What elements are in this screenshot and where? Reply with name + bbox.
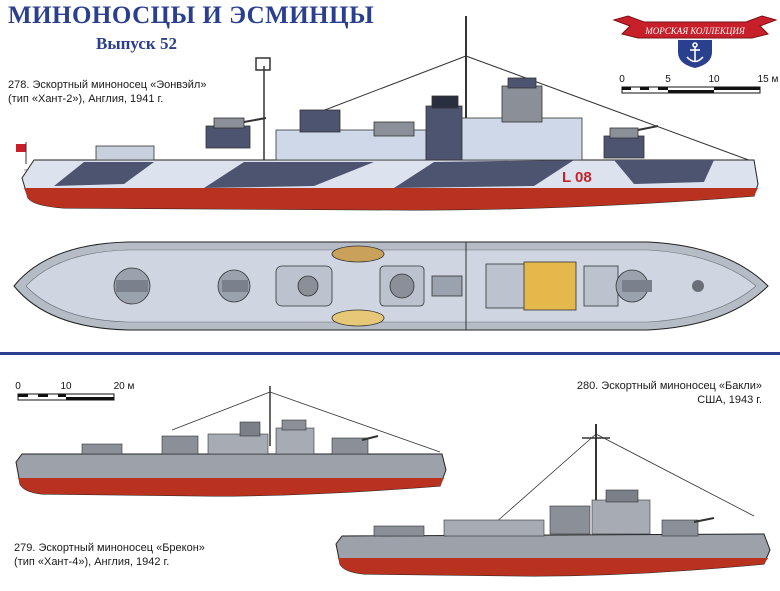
collection-logo: МОРСКАЯ КОЛЛЕКЦИЯ — [612, 15, 778, 68]
ship-280-caption: 280. Эскортный миноносец «Бакли» США, 19… — [577, 379, 762, 407]
scale-bar-top: 0 5 10 15 м — [619, 74, 778, 94]
scale-tick-0: 0 — [619, 74, 625, 85]
scale-bar-mid: 0 10 20 м — [15, 381, 135, 401]
ship-278-name: 278. Эскортный миноносец «Эонвэйл» — [8, 79, 207, 91]
ship-279-type: (тип «Хант-4»), Англия, 1942 г. — [14, 556, 170, 568]
ship-279-side-profile — [15, 386, 447, 497]
scale-tick-15: 15 м — [758, 74, 778, 85]
ship-279-caption: 279. Эскортный миноносец «Брекон» (тип «… — [14, 541, 205, 569]
scale-tick-0: 0 — [15, 381, 21, 392]
scale-tick-10: 10 — [708, 74, 720, 85]
page-title: МИНОНОСЦЫ И ЭСМИНЦЫ — [8, 2, 375, 29]
anchor-icon — [686, 42, 704, 63]
ship-280-country: США, 1943 г. — [697, 394, 762, 406]
ship-280-side-profile — [335, 424, 771, 577]
ship-278-deck-plan — [13, 241, 769, 331]
section-divider — [0, 352, 780, 355]
ship-280-name: 280. Эскортный миноносец «Бакли» — [576, 380, 762, 392]
hull-number: L 08 — [562, 169, 592, 186]
ship-278-type: (тип «Хант-2»), Англия, 1941 г. — [8, 93, 164, 105]
logo-text: МОРСКАЯ КОЛЛЕКЦИЯ — [644, 26, 746, 36]
ship-278-side-profile: L 08 — [16, 16, 759, 211]
ship-279-name: 279. Эскортный миноносец «Брекон» — [14, 542, 205, 554]
issue-number: Выпуск 52 — [96, 34, 177, 53]
scale-tick-20: 20 м — [114, 381, 135, 392]
scale-tick-5: 5 — [665, 74, 671, 85]
ship-278-caption: 278. Эскортный миноносец «Эонвэйл» (тип … — [8, 78, 206, 106]
scale-tick-10: 10 — [60, 381, 72, 392]
